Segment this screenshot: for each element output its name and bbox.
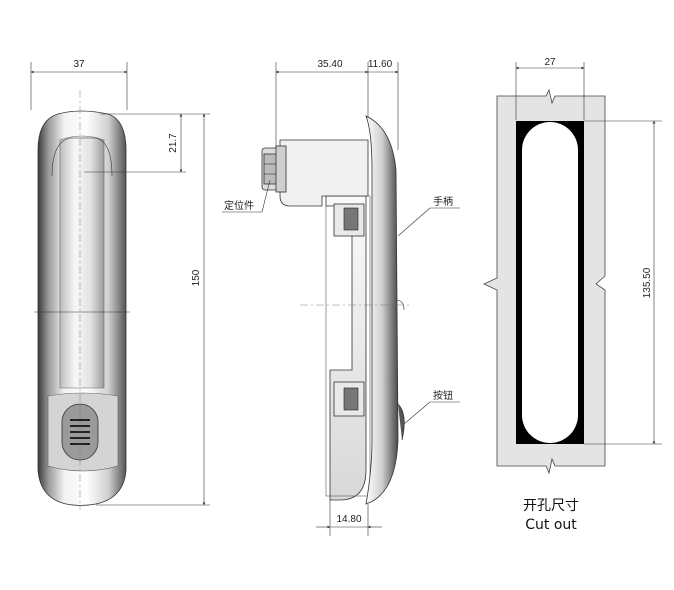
front-grip-dim: 21.7: [168, 133, 179, 153]
label-handle: 手柄: [433, 195, 453, 208]
cutout-dimensions: 27 135.50 开孔尺寸 Cut out: [515, 57, 662, 533]
front-handle-grip: [59, 135, 105, 389]
cutout-height-dim: 135.50: [642, 267, 653, 298]
cutout-caption-cn: 开孔尺寸: [523, 498, 579, 514]
side-callouts: 定位件 手柄 按钮: [222, 179, 460, 425]
side-view: [261, 115, 410, 505]
side-cylinder: [279, 139, 369, 207]
side-dimensions: 35.40 11.60 14.80: [275, 59, 399, 536]
side-depth-dim: 35.40: [317, 59, 342, 70]
side-flange-dim: 11.60: [368, 59, 393, 70]
front-view: [34, 90, 130, 510]
cutout-slot: [522, 122, 578, 443]
side-latch-bottom: [333, 381, 365, 417]
front-width-dim: 37: [73, 59, 85, 70]
label-positioning-part: 定位件: [224, 199, 254, 212]
front-height-dim: 150: [191, 269, 202, 286]
side-bottom-dim: 14.80: [336, 514, 361, 525]
cutout-caption-en: Cut out: [525, 517, 577, 533]
front-dimensions: 37 21.7 150: [30, 59, 210, 506]
label-button: 按钮: [433, 389, 453, 402]
positioning-nut: [263, 145, 287, 193]
side-latch-top: [333, 203, 365, 237]
side-handle: [365, 115, 399, 505]
cutout-view: [483, 88, 606, 475]
side-housing: [325, 195, 367, 501]
cutout-width-dim: 27: [544, 57, 556, 68]
